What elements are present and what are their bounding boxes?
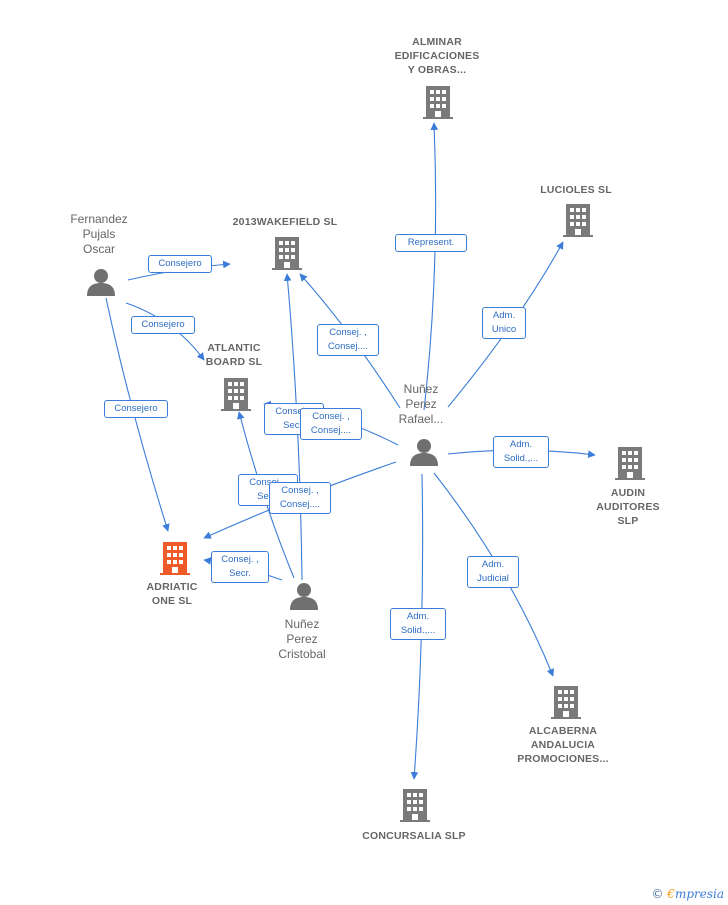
rafael-person-icon[interactable] xyxy=(410,439,438,466)
alminar-building-icon[interactable] xyxy=(423,86,453,119)
alcaberna-building-icon[interactable] xyxy=(551,686,581,719)
edge-label-rafael-concursalia[interactable]: Adm. Solid.,... xyxy=(390,608,446,640)
cristobal-person-icon[interactable] xyxy=(290,583,318,610)
fernandez-label[interactable]: Fernandez Pujals Oscar xyxy=(70,212,128,256)
edge-label-rafael-wakefield[interactable]: Consej. , Consej.... xyxy=(317,324,379,356)
adriatic-label[interactable]: ADRIATIC ONE SL xyxy=(146,581,198,607)
edge-label-rafael-alcaberna[interactable]: Adm. Judicial xyxy=(467,556,519,588)
audin-label[interactable]: AUDIN AUDITORES SLP xyxy=(596,487,660,527)
wakefield-building-icon[interactable] xyxy=(272,237,302,270)
alcaberna-label[interactable]: ALCABERNA ANDALUCIA PROMOCIONES... xyxy=(517,725,609,765)
cristobal-label[interactable]: Nuñez Perez Cristobal xyxy=(278,617,326,661)
lucioles-label[interactable]: LUCIOLES SL xyxy=(540,184,612,196)
atlantic-label[interactable]: ATLANTIC BOARD SL xyxy=(205,342,263,368)
copyright-symbol: © xyxy=(651,887,664,901)
edge-label-fernandez-atlantic[interactable]: Consejero xyxy=(131,316,195,334)
edge-label-fernandez-wakefield[interactable]: Consejero xyxy=(148,255,212,273)
rafael-label[interactable]: Nuñez Perez Rafael... xyxy=(398,382,444,426)
edge-label-rafael-alminar[interactable]: Represent. xyxy=(395,234,467,252)
audin-building-icon[interactable] xyxy=(615,447,645,480)
edge-label-fernandez-adriatic[interactable]: Consejero xyxy=(104,400,168,418)
adriatic-building-icon[interactable] xyxy=(160,542,190,575)
edge-label-rafael-adriatic[interactable]: Consej. , Consej.... xyxy=(269,482,331,514)
brand-initial: € xyxy=(667,887,675,901)
edge-label-rafael-audin[interactable]: Adm. Solid.,... xyxy=(493,436,549,468)
edge-label-rafael-lucioles[interactable]: Adm. Unico xyxy=(482,307,526,339)
edge-rafael-alminar xyxy=(423,122,439,411)
edge-label-rafael-atlantic[interactable]: Consej. , Consej.... xyxy=(300,408,362,440)
wakefield-label[interactable]: 2013WAKEFIELD SL xyxy=(232,216,338,228)
lucioles-building-icon[interactable] xyxy=(563,204,593,237)
concursalia-label[interactable]: CONCURSALIA SLP xyxy=(362,830,466,842)
alminar-label[interactable]: ALMINAR EDIFICACIONES Y OBRAS... xyxy=(394,36,480,76)
edge-label-cristobal-adriatic[interactable]: Consej. , Secr. xyxy=(211,551,269,583)
fernandez-person-icon[interactable] xyxy=(87,269,115,296)
concursalia-building-icon[interactable] xyxy=(400,789,430,822)
atlantic-building-icon[interactable] xyxy=(221,378,251,411)
empresia-brand[interactable]: © €mpresia xyxy=(651,887,724,901)
brand-name: mpresia xyxy=(674,887,724,901)
